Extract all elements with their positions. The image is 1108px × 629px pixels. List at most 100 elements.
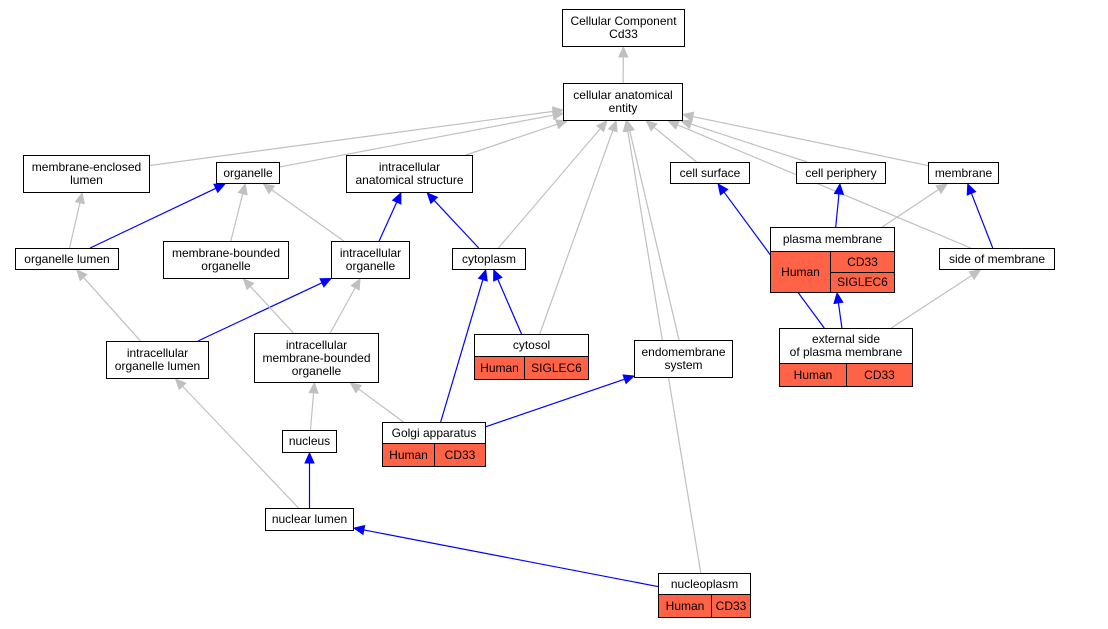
edge-part_of-io-to-ias <box>378 201 398 242</box>
arrowhead-golgi-to-cyto <box>477 268 488 282</box>
edge-is_a-cyto-to-cae <box>497 128 601 249</box>
species-cell: Human <box>659 595 712 617</box>
arrowhead-imbo-to-mbo <box>242 278 255 291</box>
edge-is_a-cper-to-cae <box>690 123 808 163</box>
node-cytoplasm[interactable]: cytoplasm <box>452 248 526 270</box>
annotation-table: Human CD33 SIGLEC6 <box>771 251 894 292</box>
arrowhead-io-to-org <box>262 183 276 195</box>
node-membrane[interactable]: membrane <box>928 162 999 184</box>
node-intracellular-organelle[interactable]: intracellular organelle <box>331 241 410 279</box>
arrowhead-cytosol-to-cyto <box>493 268 503 282</box>
node-label: cytoplasm <box>461 251 517 266</box>
edge-is_a-orglum-to-mel <box>68 202 81 249</box>
node-intracellular-anatomical-structure[interactable]: intracellular anatomical structure <box>346 155 473 193</box>
arrowhead-iol-to-io <box>319 278 333 288</box>
edge-is_a-pm-to-mem <box>881 189 939 228</box>
node-label: side of membrane <box>948 251 1046 266</box>
node-organelle-lumen[interactable]: organelle lumen <box>15 248 119 270</box>
node-label: cytosol <box>512 338 551 352</box>
arrowhead-som-to-cae <box>667 120 680 130</box>
edge-is_a-imbo-to-io <box>329 287 356 334</box>
annotation-table: Human SIGLEC6 <box>475 356 588 379</box>
edge-is_a-espm-to-som <box>890 274 973 329</box>
edge-part_of-pm-to-cper <box>835 193 840 228</box>
gene-cell: CD33 <box>864 368 895 382</box>
node-label: external side of plasma membrane <box>789 332 903 359</box>
arrowhead-nplasm-to-nlumen <box>352 524 366 536</box>
edge-part_of-golgi-to-cyto <box>440 279 484 423</box>
node-label: cellular anatomical entity <box>573 88 673 115</box>
node-label: nuclear lumen <box>271 512 348 526</box>
arrowhead-golgi-to-endo <box>622 374 636 385</box>
node-endomembrane-system[interactable]: endomembrane system <box>634 340 733 378</box>
node-plasma-membrane[interactable]: plasma membrane Human CD33 SIGLEC6 <box>770 227 895 293</box>
species-cell: Human <box>771 252 831 292</box>
arrowhead-org-to-cae <box>551 110 565 121</box>
edge-is_a-endo-to-cae <box>629 130 680 341</box>
node-label: membrane-bounded organelle <box>171 246 281 273</box>
edge-is_a-imbo-to-mbo <box>249 285 294 334</box>
node-label: membrane <box>934 165 993 180</box>
arrowhead-cytosol-to-cae <box>607 119 618 133</box>
gene-cell: CD33 <box>847 254 878 269</box>
gene-cell: CD33 <box>444 448 476 462</box>
node-intracellular-membrane-bounded-organelle[interactable]: intracellular membrane-bounded organelle <box>254 333 379 383</box>
annotation-table: Human CD33 <box>383 443 485 466</box>
arrowhead-orglum-to-org <box>213 183 226 194</box>
node-label: cell surface <box>679 165 741 180</box>
node-external-side-of-plasma-membrane[interactable]: external side of plasma membrane Human C… <box>779 328 913 387</box>
node-golgi-apparatus[interactable]: Golgi apparatus Human CD33 <box>382 422 486 467</box>
arrowhead-espm-to-pm <box>833 291 844 305</box>
arrowhead-nplasm-to-cae <box>622 119 634 133</box>
node-nuclear-lumen[interactable]: nuclear lumen <box>265 508 354 531</box>
species-cell: Human <box>780 364 847 386</box>
edge-is_a-golgi-to-imbo <box>358 388 404 423</box>
node-label: intracellular organelle <box>339 246 402 273</box>
edge-is_a-io-to-org <box>271 189 345 242</box>
node-label: plasma membrane <box>782 232 883 246</box>
arrowhead-cyto-to-ias <box>426 192 439 205</box>
node-label: membrane-enclosed lumen <box>31 160 142 187</box>
node-cell-surface[interactable]: cell surface <box>670 162 750 184</box>
node-nucleoplasm[interactable]: nucleoplasm Human CD33 <box>658 573 751 618</box>
arrowhead-mbo-to-org <box>237 182 248 196</box>
species-cell: Human <box>383 444 435 466</box>
edge-part_of-espm-to-pm <box>837 302 843 329</box>
node-cytosol[interactable]: cytosol Human SIGLEC6 <box>474 334 589 380</box>
annotation-table: Human CD33 <box>780 363 912 386</box>
arrowhead-nlumen-to-nucleus <box>304 451 315 464</box>
node-cellular-component[interactable]: Cellular Component Cd33 <box>562 9 685 47</box>
node-label: endomembrane system <box>641 345 726 372</box>
edge-is_a-ias-to-cae <box>465 123 558 156</box>
node-organelle[interactable]: organelle <box>216 162 280 184</box>
arrowhead-pm-to-cper <box>833 182 845 195</box>
arrowhead-som-to-mem <box>966 182 977 196</box>
edge-part_of-cyto-to-ias <box>433 199 480 249</box>
arrowhead-io-to-ias <box>391 191 402 205</box>
gene-cell: SIGLEC6 <box>831 271 894 293</box>
node-membrane-bounded-organelle[interactable]: membrane-bounded organelle <box>163 241 289 279</box>
arrowhead-nucleus-to-imbo <box>308 381 319 394</box>
node-label: Golgi apparatus <box>391 425 477 440</box>
arrowhead-espm-to-csurf <box>717 183 729 196</box>
species-cell: Human <box>475 357 525 379</box>
arrowhead-ias-to-cae <box>555 119 568 130</box>
edge-part_of-golgi-to-endo <box>485 378 625 428</box>
node-membrane-enclosed-lumen[interactable]: membrane-enclosed lumen <box>23 155 150 193</box>
node-nucleus[interactable]: nucleus <box>282 430 337 453</box>
edge-is_a-som-to-cae <box>677 124 972 249</box>
node-cell-periphery[interactable]: cell periphery <box>796 162 886 184</box>
edge-is_a-org-to-cae <box>279 114 554 168</box>
edge-part_of-nplasm-to-nlumen <box>363 529 659 588</box>
node-label: cell periphery <box>805 165 877 180</box>
arrowhead-cper-to-cae <box>680 119 693 130</box>
edge-is_a-mem-to-cae <box>692 115 929 167</box>
arrowhead-pm-to-mem <box>935 183 948 195</box>
node-intracellular-organelle-lumen[interactable]: intracellular organelle lumen <box>106 341 209 379</box>
arrowhead-orglum-to-mel <box>74 191 85 205</box>
node-cellular-anatomical-entity[interactable]: cellular anatomical entity <box>563 83 683 121</box>
node-side-of-membrane[interactable]: side of membrane <box>939 248 1055 270</box>
edge-is_a-csurf-to-cae <box>653 126 697 163</box>
